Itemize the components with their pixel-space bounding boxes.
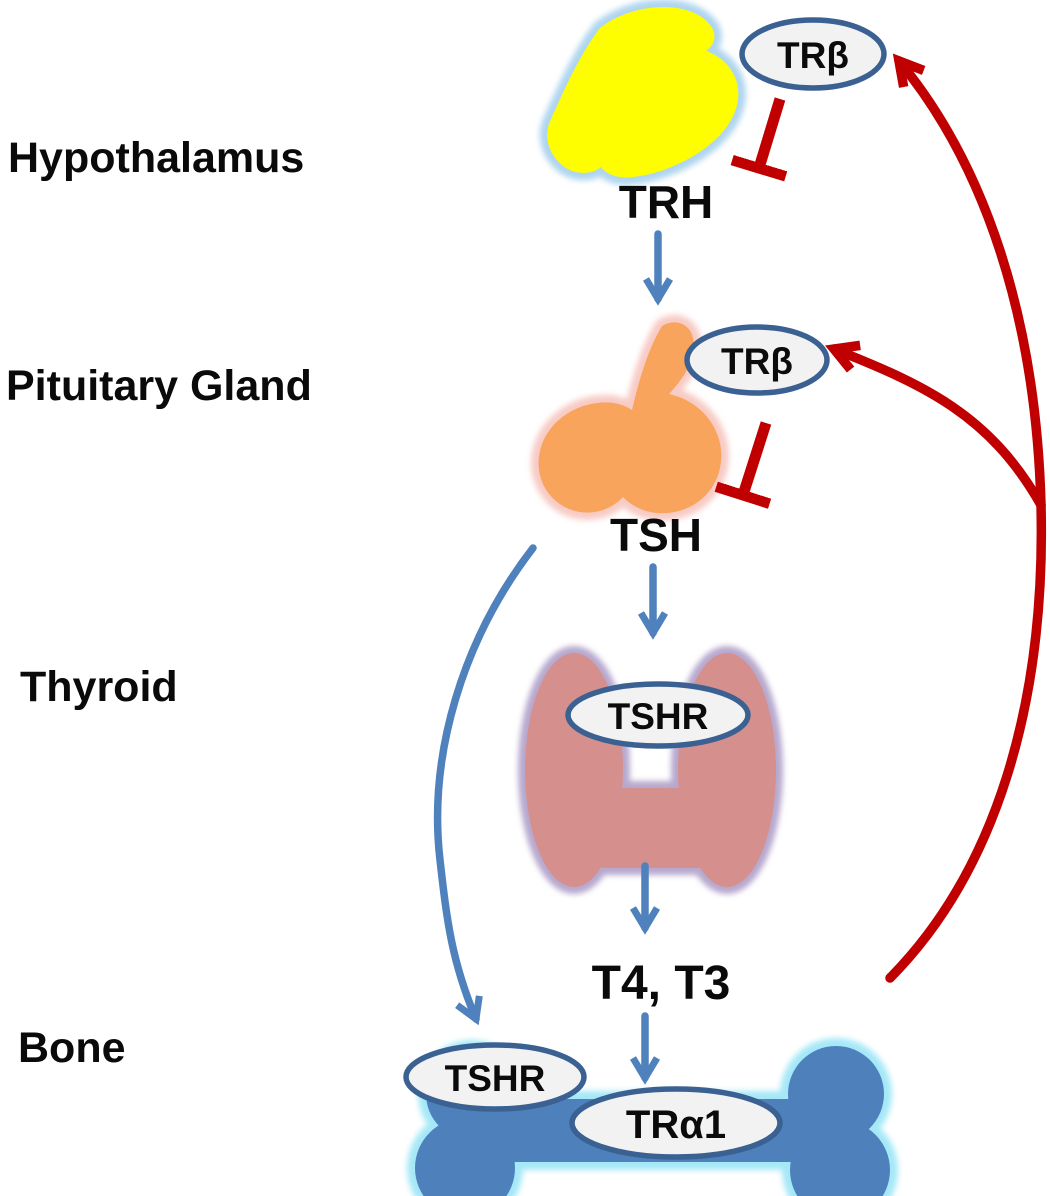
tshr-bone-oval xyxy=(403,1042,587,1112)
tsh-label: TSH xyxy=(610,509,702,561)
trb-pituitary-label: TRβ xyxy=(721,341,793,382)
pituitary-shape xyxy=(538,322,722,514)
trh-label: TRH xyxy=(619,176,714,228)
arrow-t4t3-to-trb-hypothalamus xyxy=(885,61,1047,983)
trb-hypothalamus-label: TRβ xyxy=(777,35,849,76)
tshr-bone-label: TSHR xyxy=(445,1058,546,1099)
arrow-tsh-to-bone-tshr xyxy=(433,544,537,1026)
tra1-bone-label: TRα1 xyxy=(626,1103,726,1147)
tbar-trb-inhibits-trh xyxy=(759,97,780,168)
pituitary-label: Pituitary Gland xyxy=(6,362,312,410)
tbar-trb-inhibits-tsh xyxy=(743,421,766,495)
trb-hypothalamus-oval xyxy=(739,17,887,91)
thyroid-label: Thyroid xyxy=(20,663,178,711)
t4t3-label: T4, T3 xyxy=(592,957,731,1010)
tra1-bone-oval xyxy=(569,1086,783,1160)
tshr-thyroid-label: TSHR xyxy=(608,696,709,737)
arrow-t4t3-to-trb-pituitary xyxy=(834,349,1046,510)
hypothalamus-label: Hypothalamus xyxy=(8,134,304,182)
bone-label: Bone xyxy=(18,1024,126,1072)
tshr-thyroid-oval xyxy=(565,681,751,749)
hypothalamus-shape xyxy=(547,6,739,178)
